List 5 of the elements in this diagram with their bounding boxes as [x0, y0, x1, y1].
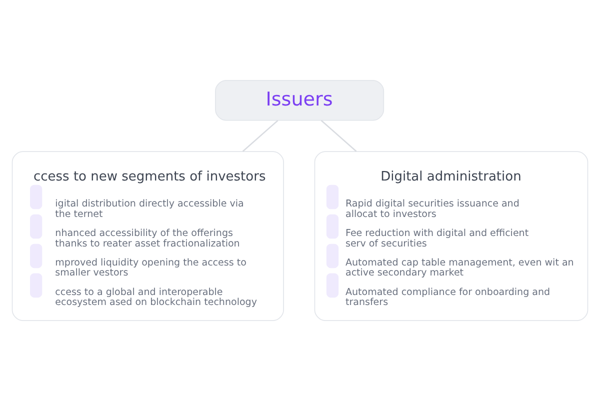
node-box: Issuers [215, 80, 384, 120]
node-box: ccess to new segments of investors igital distribution directly accessible via the ternet nhanced accessibility of the offerings thanks to reater asset fractionalization mproved liquidity opening the access to smaller vestors ccess to a global and interoperable ecosystem ased on blockchain technology [12, 150, 284, 320]
node-box: Digital administration Rapid digital securities issuance and allocat to investors Fee reduction with digital and efficient serv of securities Automated cap table management, even wit an active secondary market Automated compliance for onboarding and transfers [314, 150, 588, 320]
connector [320, 119, 357, 152]
connector [242, 119, 278, 152]
